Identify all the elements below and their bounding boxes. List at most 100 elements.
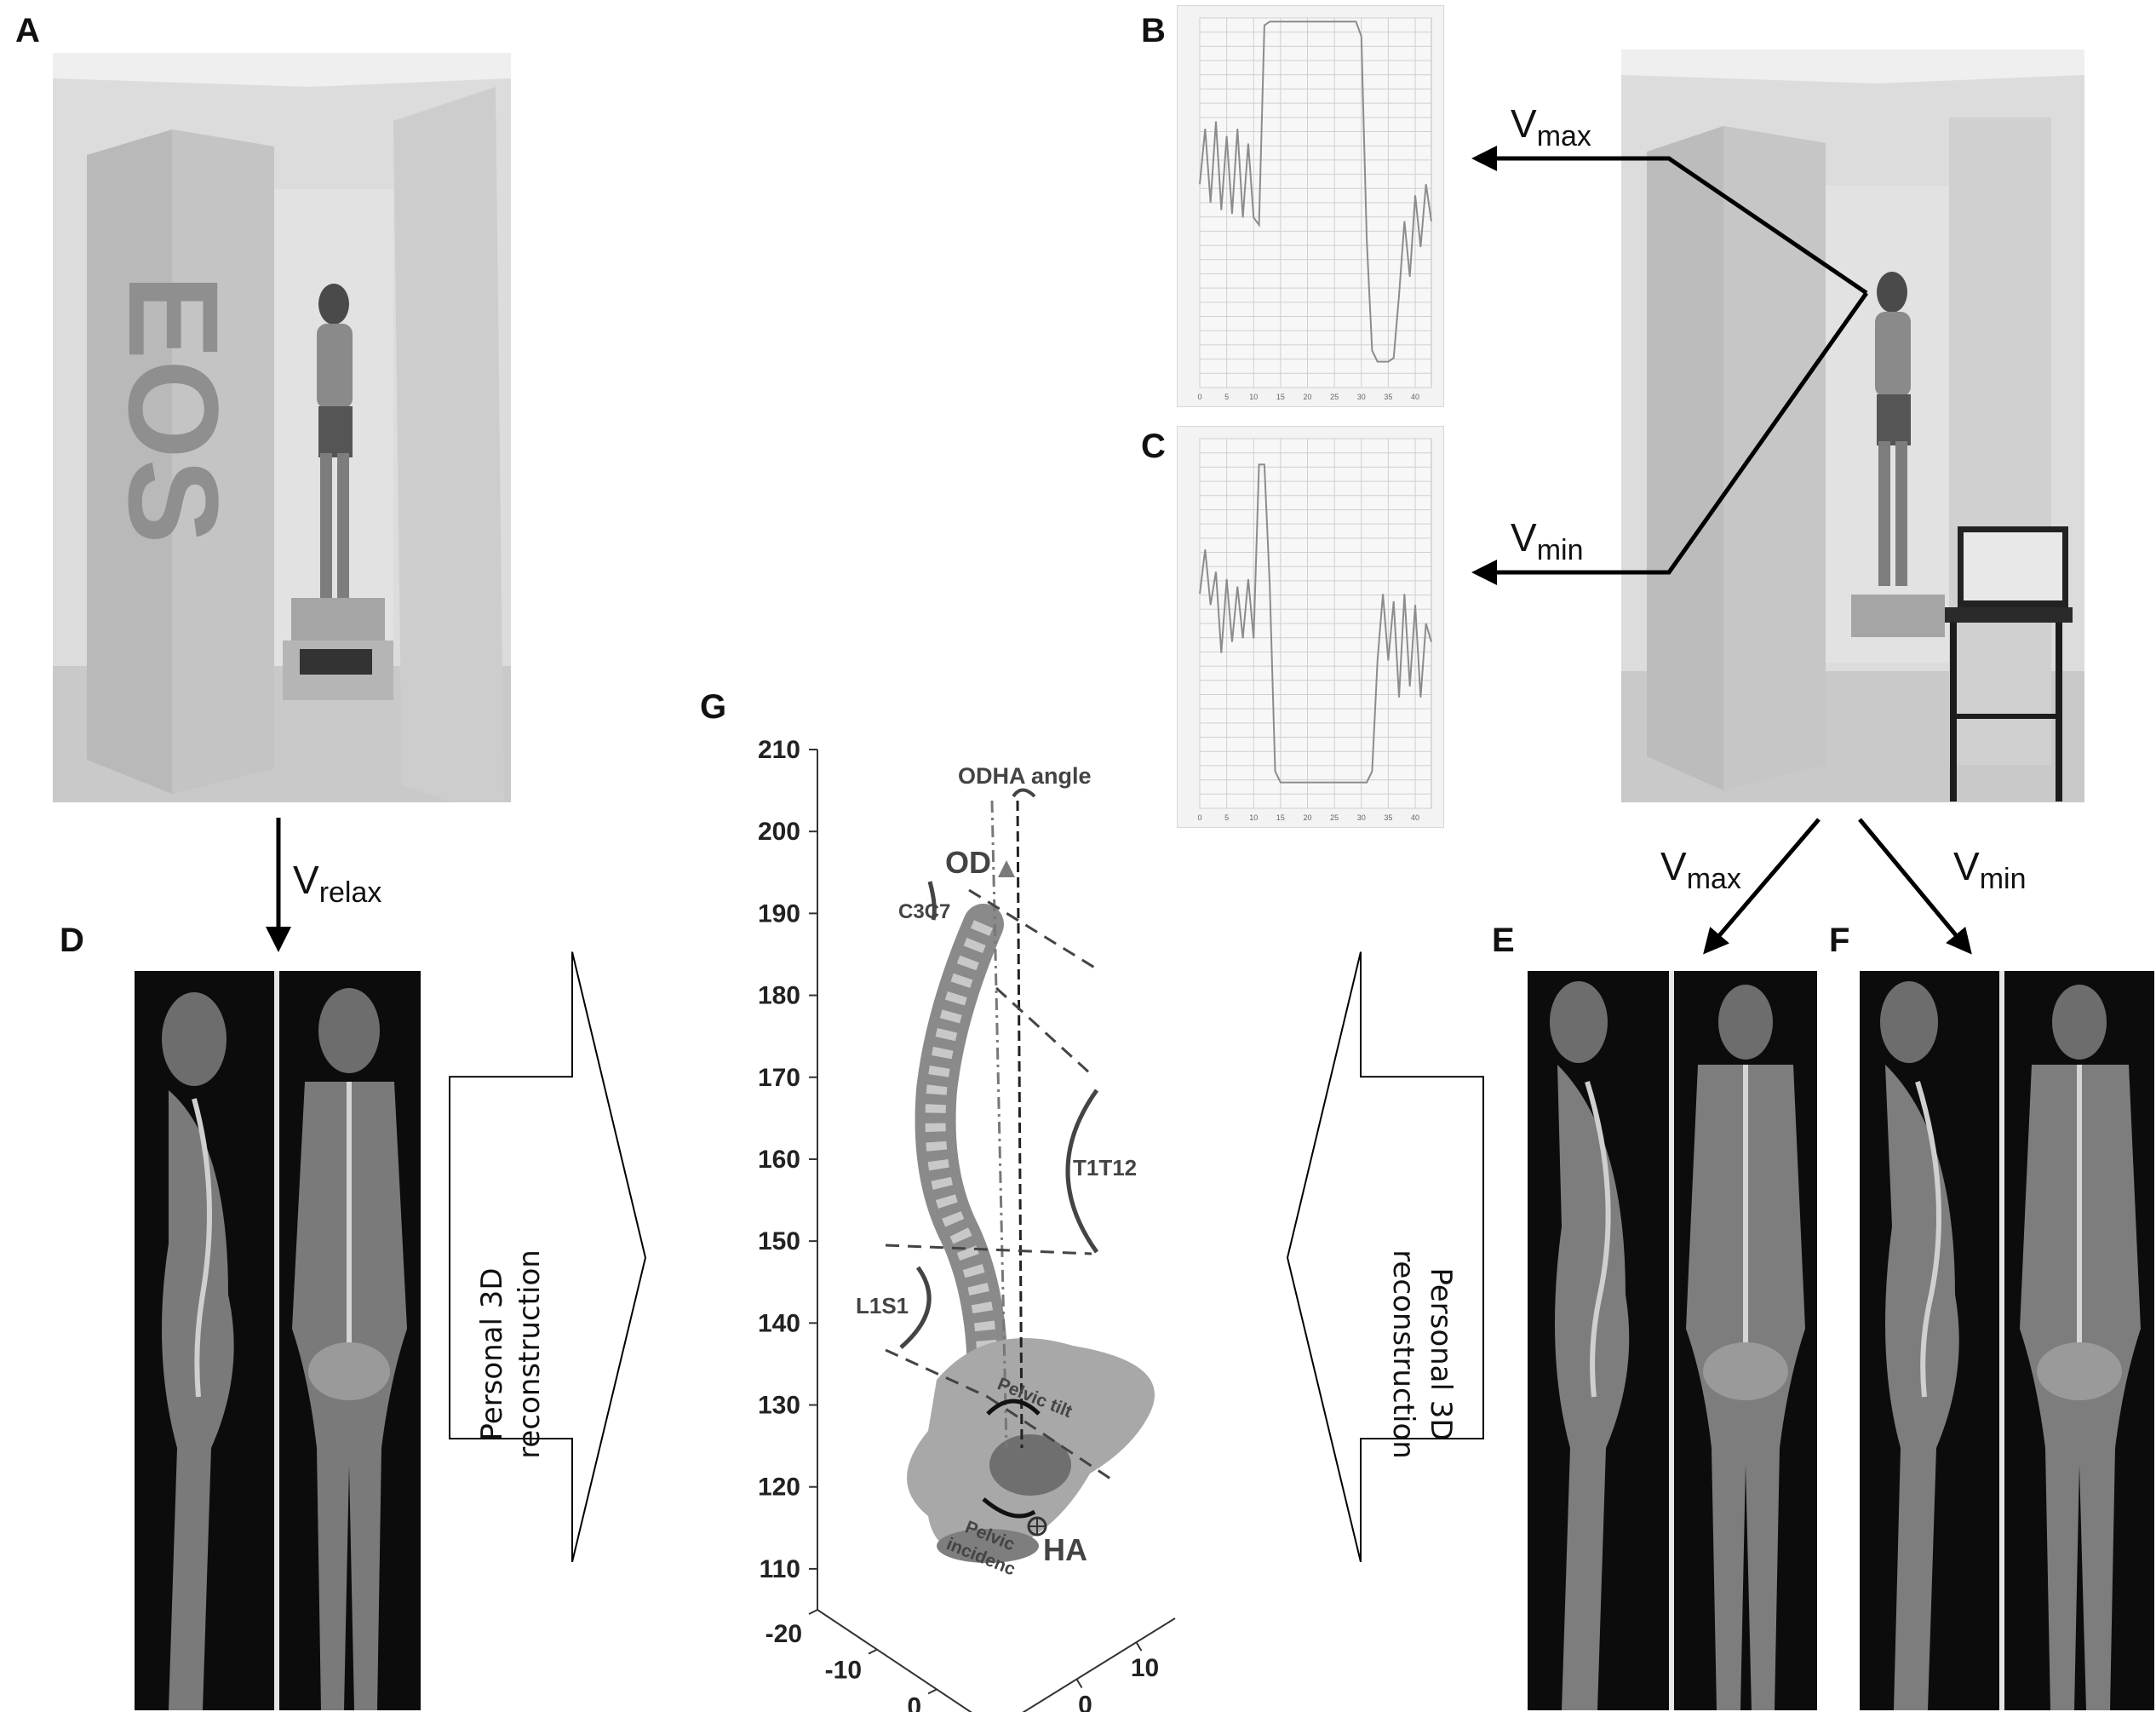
depth-right-tick-label: 10: [1131, 1654, 1159, 1682]
l1s1-arc: [899, 1266, 932, 1349]
vmin-f-arrow: [1858, 818, 1972, 955]
chart-c-x-tick-label: 35: [1384, 813, 1392, 822]
chart-b-x-tick-label: 30: [1357, 393, 1366, 401]
depth-left-tick: [927, 1688, 938, 1695]
depth-left-tick-label: 0: [907, 1692, 921, 1712]
reconstruction-arrow-left: [449, 951, 647, 1563]
xray-vmax-e: [1528, 971, 1817, 1710]
vertical-axis-tick-label: 190: [758, 899, 800, 928]
panel-letter-a: A: [15, 12, 40, 49]
eos-photo-illustration: EOS: [53, 53, 511, 802]
panel-letter-b: B: [1141, 12, 1166, 49]
chart-c-x-tick-label: 40: [1411, 813, 1419, 822]
depth-right-tick: [1075, 1678, 1083, 1689]
pelvic-tilt-arc: [986, 1399, 1041, 1416]
depth-axis-left: [817, 1609, 972, 1712]
odha-arc: [1012, 788, 1036, 798]
vertical-axis-tick-label: 120: [758, 1474, 800, 1502]
panel-letter-f: F: [1829, 922, 1850, 959]
vmin-label: Vmin: [1511, 515, 1584, 566]
c3c7-label: C3C7: [898, 900, 950, 923]
depth-right-tick: [1135, 1641, 1143, 1652]
depth-left-tick-label: -20: [765, 1620, 802, 1648]
depth-left-tick-label: -10: [825, 1657, 862, 1685]
chart-c-x-tick-label: 15: [1276, 813, 1285, 822]
t1t12-arc: [1065, 1089, 1099, 1254]
chart-b-x-tick-label: 5: [1224, 393, 1229, 401]
chart-c-x-tick-label: 0: [1197, 813, 1201, 822]
l1s1-label: L1S1: [856, 1293, 909, 1318]
xray-relax-image: [135, 971, 421, 1710]
c3c7-arc: [927, 881, 937, 921]
spirometry-graph-c: 0 5 10 15 20 25 30 35 40: [1177, 426, 1444, 828]
spirometry-chart-c: 0 5 10 15 20 25 30 35 40: [1197, 438, 1432, 822]
panel-letter-g: G: [700, 688, 727, 726]
spirometry-graph-b: 0 5 10 15 20 25 30 35 40: [1177, 5, 1444, 407]
chart-c-x-tick-label: 10: [1249, 813, 1258, 822]
chart-c-x-tick-label: 30: [1357, 813, 1366, 822]
chart-c-x-tick-label: 5: [1224, 813, 1229, 822]
pelvic-incidence-arc: [982, 1497, 1036, 1519]
c7-line: [968, 888, 1101, 973]
depth-right-tick-label: 0: [1078, 1692, 1092, 1712]
vmin-pointer: [1471, 291, 1869, 585]
odha-axis-dashdot: [990, 800, 1008, 1449]
e-vmax-label: Vmax: [1660, 844, 1741, 895]
t12-l1-line: [885, 1244, 1092, 1255]
chart-b-x-tick-label: 0: [1197, 393, 1201, 401]
spine-axes: 210200190180170160150140130120110-20-100…: [758, 736, 1176, 1712]
s1-line: [885, 1348, 989, 1399]
spirometry-chart-b: 0 5 10 15 20 25 30 35 40: [1197, 17, 1432, 401]
vertical-axis-tick-label: 130: [758, 1392, 800, 1420]
chart-b-x-tick-label: 15: [1276, 393, 1285, 401]
panel-letter-d: D: [60, 922, 84, 959]
od-label: OD: [945, 845, 991, 880]
vertical-axis-tick-label: 200: [758, 818, 800, 846]
depth-axis-right: [1022, 1617, 1176, 1712]
vrelax-label: Vrelax: [293, 858, 382, 909]
t1-line: [995, 986, 1092, 1075]
depth-left-tick: [808, 1609, 818, 1615]
pelvic-line: [987, 1395, 1116, 1484]
recon-right-text: Personal 3D reconstruction: [1386, 1250, 1458, 1459]
spine-3d-plot: ODHA angle OD C3C7 T1T12 L1S1 Pelvic til…: [758, 736, 1176, 1712]
t1t12-label: T1T12: [1073, 1155, 1137, 1181]
chart-b-x-tick-label: 10: [1249, 393, 1258, 401]
odha-angle-label: ODHA angle: [958, 763, 1092, 789]
recon-left-text: Personal 3D reconstruction: [475, 1250, 547, 1459]
vmax-label: Vmax: [1511, 101, 1591, 152]
vertical-axis-tick-label: 150: [758, 1227, 800, 1255]
chart-b-x-tick-label: 25: [1330, 393, 1339, 401]
eos-logo: EOS: [102, 274, 245, 544]
od-marker: [998, 860, 1015, 877]
vmax-pointer: [1471, 146, 1868, 296]
chart-c-x-tick-label: 25: [1330, 813, 1339, 822]
chart-b-x-tick-label: 40: [1411, 393, 1419, 401]
eos-photo-breathing: [1621, 49, 2084, 802]
chart-b-series-line: [1199, 20, 1432, 363]
eos-photo-relax: EOS: [53, 53, 511, 802]
vertical-axis-tick-label: 110: [760, 1555, 800, 1583]
vmax-e-arrow: [1703, 818, 1821, 955]
xray-relax-d: [135, 971, 421, 1710]
spine-illustration: [907, 904, 1155, 1563]
reconstruction-arrow-right: [1286, 951, 1484, 1563]
depth-left-tick: [868, 1648, 878, 1655]
plumb-line: [1016, 800, 1024, 1449]
chart-b-x-tick-label: 35: [1384, 393, 1392, 401]
vertical-axis-tick-label: 180: [758, 982, 800, 1010]
xray-vmin-image: [1860, 971, 2154, 1710]
xray-vmax-image: [1528, 971, 1817, 1710]
vertical-axis-tick-label: 140: [758, 1309, 800, 1337]
eos-photo-illustration-right: [1621, 49, 2084, 802]
chart-c-series-line: [1199, 463, 1432, 784]
chart-b-x-tick-label: 20: [1304, 393, 1312, 401]
panel-letter-e: E: [1492, 922, 1515, 959]
vertical-axis-tick-label: 210: [758, 736, 800, 764]
chart-c-x-tick-label: 20: [1304, 813, 1312, 822]
f-vmin-label: Vmin: [1953, 844, 2027, 895]
ha-label: HA: [1043, 1532, 1087, 1567]
vertical-axis-tick-label: 160: [758, 1146, 800, 1174]
xray-vmin-f: [1860, 971, 2154, 1710]
